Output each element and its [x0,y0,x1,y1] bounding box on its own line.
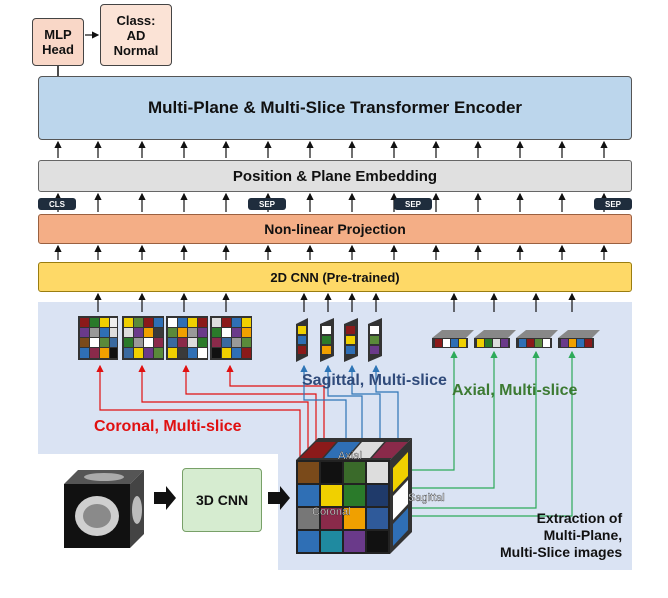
axial-label: Axial, Multi-slice [452,382,578,399]
projection-label: Non-linear Projection [264,221,406,237]
extraction-line2: Multi-Plane, [543,527,623,543]
cnn3d-label: 3D CNN [195,492,249,508]
sagittal-connector-lines [300,364,399,440]
position-embedding-box: Position & Plane Embedding [38,160,632,192]
thick-arrows [154,486,290,510]
encoder-label: Multi-Plane & Multi-Slice Transformer En… [147,98,523,117]
sagittal-label: Sagittal, Multi-slice [302,372,447,389]
projection-box: Non-linear Projection [38,214,632,244]
sagittal-slices [296,318,382,362]
transformer-encoder-box: Multi-Plane & Multi-Slice Transformer En… [38,76,632,140]
cls-token: CLS [38,198,76,210]
axial-slices [432,330,600,348]
cube-sagittal-label: Sagittal [408,492,445,504]
mlp-line2: Head [42,42,74,57]
class-line3: Normal [113,42,159,58]
position-label: Position & Plane Embedding [232,167,438,185]
coronal-slices [78,316,252,360]
cnn2d-box: 2D CNN (Pre-trained) [38,262,632,292]
extraction-line3: Multi-Slice images [500,544,623,560]
cnn2d-label: 2D CNN (Pre-trained) [270,269,400,285]
mlp-line1: MLP [44,27,72,42]
cnn3d-box: 3D CNN [182,468,262,532]
feature-cube [296,438,412,554]
extraction-line1: Extraction of [536,510,623,526]
cube-coronal-label: Coronal [312,506,351,518]
sep-token-3: SEP [594,198,632,210]
coronal-connector-lines [96,364,325,460]
brain-volume-cube [64,470,144,548]
vertical-arrows [54,140,608,312]
sep-token-2: SEP [394,198,432,210]
extraction-caption: Extraction of Multi-Plane, Multi-Slice i… [500,510,622,561]
cube-axial-label: Axial [338,450,362,462]
class-line2: AD [126,27,146,43]
class-line1: Class: [116,12,156,28]
axial-connector-lines [410,350,576,517]
sep-token-1: SEP [248,198,286,210]
coronal-label: Coronal, Multi-slice [94,418,242,435]
